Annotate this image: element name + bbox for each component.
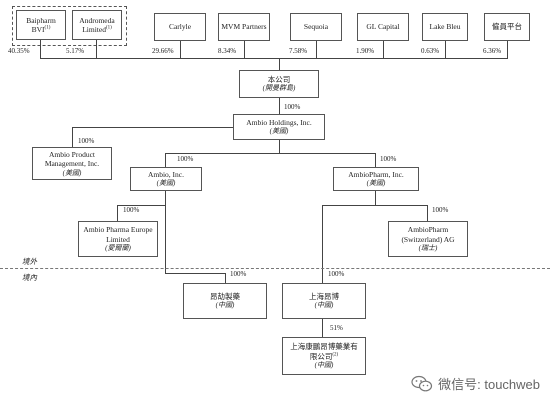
shareholder-esop: 僱員平台	[484, 13, 530, 41]
shareholder-name: MVM Partners	[221, 22, 267, 32]
anjie-box: 昂劼製藥 (中國)	[183, 283, 267, 319]
anjie-name: 昂劼製藥	[210, 291, 240, 301]
ambio-inc-jurisdiction: (美國)	[156, 179, 176, 188]
shareholder-carlyle: Carlyle	[154, 13, 206, 41]
shanghai-angbo-jurisdiction: (中國)	[314, 301, 334, 310]
pct-kangpeng: 51%	[330, 324, 343, 332]
shareholder-name: Baipharm BVI	[26, 15, 56, 34]
region-offshore-label: 境外	[22, 257, 37, 266]
anjie-jurisdiction: (中國)	[215, 301, 235, 310]
pct-holdings: 100%	[284, 103, 301, 111]
pct-baipharm: 40.35%	[8, 47, 30, 55]
shareholder-andromeda: Andromeda Limited(1)	[72, 10, 122, 40]
swiss-jurisdiction: (瑞士)	[418, 244, 438, 252]
shareholder-mvm: MVM Partners	[218, 13, 270, 41]
swiss-box: AmbioPharm (Switzerland) AG (瑞士)	[388, 221, 468, 257]
shareholder-name: GL Capital	[366, 22, 400, 32]
holdings-jurisdiction: (美國)	[269, 127, 289, 136]
product-mgmt-name: Ambio Product Management, Inc.	[44, 149, 100, 169]
company-box: 本公司 (開曼群島)	[239, 70, 319, 98]
watermark: 微信号: touchweb	[411, 374, 540, 393]
pct-ambio-inc: 100%	[177, 155, 194, 163]
product-mgmt-jurisdiction: (美國)	[62, 168, 82, 177]
company-name: 本公司	[267, 74, 291, 84]
pct-anjie: 100%	[230, 270, 247, 278]
shareholder-sequoia: Sequoia	[290, 13, 342, 41]
swiss-name: AmbioPharm (Switzerland) AG	[401, 225, 455, 244]
pct-lakebleu: 0.63%	[421, 47, 440, 55]
pct-andromeda: 5.17%	[66, 47, 85, 55]
shareholder-name: Sequoia	[303, 22, 329, 32]
shareholder-name: Andromeda Limited	[79, 15, 115, 34]
ambiopharm-inc-jurisdiction: (美國)	[366, 179, 386, 188]
pct-europe: 100%	[123, 206, 140, 214]
holdings-box: Ambio Holdings, Inc. (美國)	[233, 114, 325, 140]
shareholder-name: 僱員平台	[492, 22, 522, 32]
shareholder-name: Lake Bleu	[429, 22, 461, 32]
founder-group	[12, 6, 127, 46]
europe-jurisdiction: (愛爾蘭)	[105, 244, 131, 252]
shareholder-name: Carlyle	[168, 22, 192, 32]
footnote-marker: (1)	[44, 25, 51, 31]
ambiopharm-inc-box: AmbioPharm, Inc. (美國)	[333, 167, 419, 191]
kangpeng-jurisdiction: (中國)	[314, 361, 334, 369]
ambio-inc-name: Ambio, Inc.	[147, 169, 185, 179]
shanghai-angbo-box: 上海昂博 (中國)	[282, 283, 366, 319]
ambiopharm-inc-name: AmbioPharm, Inc.	[348, 169, 404, 179]
shareholder-glcapital: GL Capital	[357, 13, 409, 41]
footnote-marker: (2)	[332, 352, 339, 358]
europe-box: Ambio Pharma Europe Limited (愛爾蘭)	[78, 221, 158, 257]
shanghai-angbo-name: 上海昂博	[309, 291, 339, 301]
pct-sequoia: 7.58%	[289, 47, 308, 55]
ambio-inc-box: Ambio, Inc. (美國)	[130, 167, 202, 191]
wechat-icon	[411, 375, 433, 391]
pct-ambiopharm-inc: 100%	[380, 155, 397, 163]
pct-swiss: 100%	[432, 206, 449, 214]
shareholder-lakebleu: Lake Bleu	[422, 13, 468, 41]
europe-name: Ambio Pharma Europe Limited	[83, 225, 153, 244]
pct-product-mgmt: 100%	[78, 137, 95, 145]
company-jurisdiction: (開曼群島)	[262, 84, 296, 93]
pct-mvm: 8.34%	[218, 47, 237, 55]
pct-glcapital: 1.90%	[356, 47, 375, 55]
pct-shanghai-angbo: 100%	[328, 270, 345, 278]
region-onshore-label: 境內	[22, 273, 37, 282]
watermark-text: 微信号: touchweb	[438, 377, 540, 392]
shareholder-baipharm: Baipharm BVI(1)	[16, 10, 66, 40]
footnote-marker: (1)	[105, 25, 112, 31]
region-divider	[0, 268, 550, 269]
kangpeng-name: 上海康鵬昂博藥業有限公司	[290, 342, 358, 361]
pct-carlyle: 29.66%	[152, 47, 174, 55]
kangpeng-box: 上海康鵬昂博藥業有限公司(2) (中國)	[282, 337, 366, 375]
product-mgmt-box: Ambio Product Management, Inc. (美國)	[32, 147, 112, 180]
pct-esop: 6.36%	[483, 47, 502, 55]
holdings-name: Ambio Holdings, Inc.	[246, 117, 312, 127]
